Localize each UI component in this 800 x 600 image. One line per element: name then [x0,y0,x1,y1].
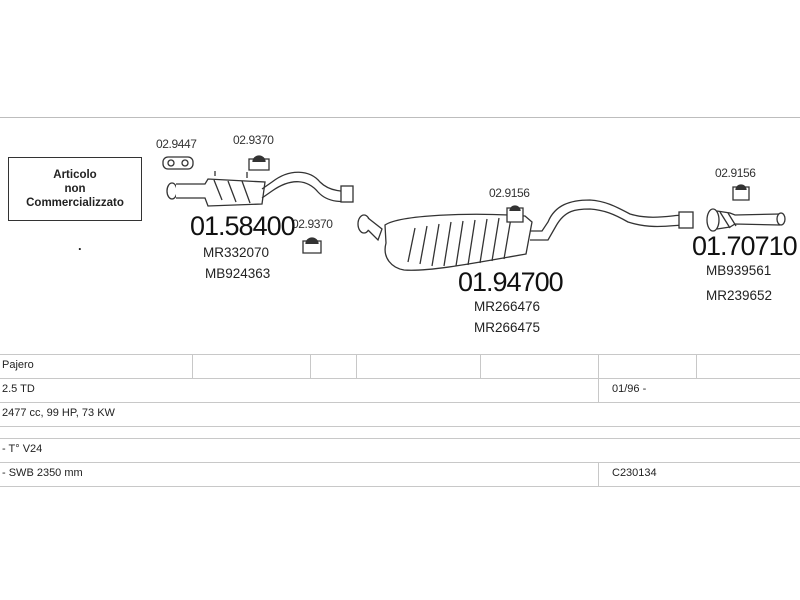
center-muffler-icon [357,199,683,271]
exhaust-system-drawing [162,155,786,271]
column-divider [598,462,599,486]
table-row-variant: - T° V24 [2,443,43,455]
table-divider [0,486,800,487]
table-row-engine: 2.5 TD [2,383,35,395]
table-row-code: C230134 [612,467,657,479]
rubber-hanger-icon [248,155,270,171]
column-divider [598,354,599,402]
table-divider [0,354,800,355]
hanger-part-number: 02.9156 [715,166,756,180]
table-divider [0,402,800,403]
front-pipe-ref-1: MR332070 [203,245,270,260]
hanger-part-number: 02.9156 [489,186,530,200]
rear-pipe-ref-2: MR239652 [706,288,773,303]
hanger-part-number: 02.9370 [292,217,333,231]
front-pipe-icon [166,171,354,207]
top-border [0,117,800,118]
table-row-model: Pajero [2,359,34,371]
column-divider [192,354,193,378]
note-line-1: Articolo [53,169,97,181]
center-muffler-ref-2: MR266475 [474,320,541,335]
clamp-icon [162,156,194,170]
column-divider [356,354,357,378]
table-divider [0,438,800,439]
front-pipe-code: 01.58400 [190,211,296,241]
note-line-3: Commercializzato [26,197,124,209]
rubber-hanger-icon [732,184,750,201]
table-row-specs: 2477 cc, 99 HP, 73 KW [2,407,115,419]
rear-pipe-code: 01.70710 [692,231,798,261]
front-pipe-ref-2: MB924363 [205,266,271,281]
not-commercialized-note: Articolo non Commercializzato [8,157,142,221]
rear-pipe-ref-1: MB939561 [706,263,772,278]
table-row-date: 01/96 - [612,383,647,395]
center-muffler-code: 01.94700 [458,267,564,297]
table-row-wheelbase: - SWB 2350 mm [2,467,83,479]
dot-mark: . [78,238,82,253]
column-divider [696,354,697,378]
note-line-2: non [64,183,86,195]
clamp-part-number: 02.9447 [156,137,197,151]
rubber-hanger-icon [506,205,524,223]
center-muffler-ref-1: MR266476 [474,299,541,314]
rear-pipe-icon [678,208,786,232]
column-divider [310,354,311,378]
table-divider [0,426,800,427]
table-divider [0,378,800,379]
hanger-part-number: 02.9370 [233,133,274,147]
rubber-hanger-icon [302,237,322,254]
column-divider [480,354,481,378]
table-divider [0,462,800,463]
